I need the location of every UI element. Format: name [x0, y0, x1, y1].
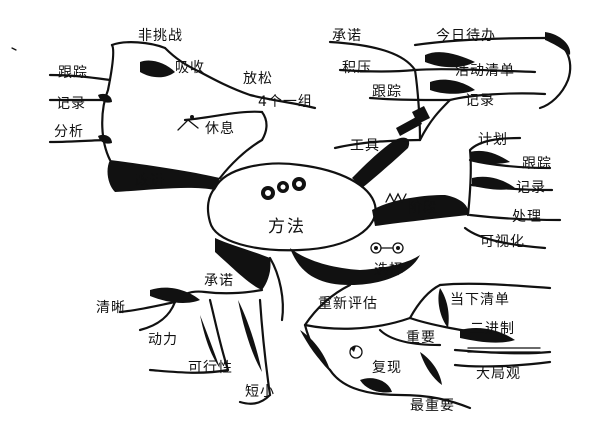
rest-icon — [177, 115, 199, 131]
label-erjinzhi: 二进制 — [470, 321, 515, 337]
branch-gongju-label: 工具 — [350, 138, 380, 154]
center-label: 方法 — [268, 217, 306, 237]
branch-jieduan-label: 阶段 — [408, 200, 438, 216]
branch-gaijin-label: 改进 — [135, 173, 165, 189]
branch-chengnuo-shape — [215, 238, 271, 290]
branch-gaijin-shape — [107, 160, 220, 192]
label-qingxi: 清晰 — [96, 300, 126, 316]
label-chengnuo-top: 承诺 — [332, 28, 362, 44]
label-jilu-left: 记录 — [56, 96, 86, 112]
label-jihua: 计划 — [478, 132, 508, 148]
label-dangxia-qingdan: 当下清单 — [450, 292, 510, 308]
label-kexingxing: 可行性 — [188, 360, 233, 376]
label-jilu-top: 记录 — [465, 93, 495, 109]
label-jiya: 积压 — [342, 60, 372, 76]
label-dongli: 动力 — [148, 332, 178, 348]
label-jilu-right: 记录 — [516, 180, 546, 196]
center-node-outline — [206, 162, 377, 252]
label-genzong-left: 跟踪 — [58, 65, 88, 81]
label-xiuxi: 休息 — [205, 120, 235, 137]
label-huodong-qingdan: 活动清单 — [455, 63, 515, 79]
label-fangsong: 放松 — [243, 71, 273, 87]
eyes-icon — [370, 242, 404, 254]
label-xishou: 吸收 — [175, 60, 205, 76]
stray-mark — [11, 47, 17, 51]
label-jinri-daiban: 今日待办 — [436, 28, 496, 44]
label-zhongyao: 重要 — [406, 330, 436, 346]
label-zui-zhongyao: 最重要 — [410, 398, 455, 414]
hammer-icon — [396, 106, 430, 136]
loop-icon — [349, 345, 363, 359]
spring-icon — [385, 192, 407, 204]
label-chuli: 处理 — [512, 209, 542, 225]
label-genzong-right: 跟踪 — [522, 156, 552, 172]
label-chongxin-pinggu: 重新评估 — [318, 296, 378, 312]
label-fenxi: 分析 — [54, 124, 84, 140]
binary-lines — [467, 347, 541, 353]
label-genzong-top: 跟踪 — [372, 84, 402, 100]
branch-xuanze-label: 选择 — [374, 262, 404, 278]
label-dajuguan: 大局观 — [476, 366, 521, 382]
branch-chengnuo-label: 承诺 — [204, 273, 234, 289]
branch-xuanze-shape — [290, 248, 420, 285]
branch-jieduan-shape — [372, 195, 469, 226]
branch-gongju-shape — [352, 137, 410, 188]
label-keshihua: 可视化 — [480, 234, 525, 250]
label-fuxian: 复现 — [372, 359, 402, 376]
label-4ge-yizu: 4个一组 — [258, 94, 313, 110]
label-fei-tiaozhan: 非挑战 — [138, 28, 183, 44]
gears-icon — [261, 177, 306, 200]
label-duanxiao: 短小 — [245, 384, 275, 400]
